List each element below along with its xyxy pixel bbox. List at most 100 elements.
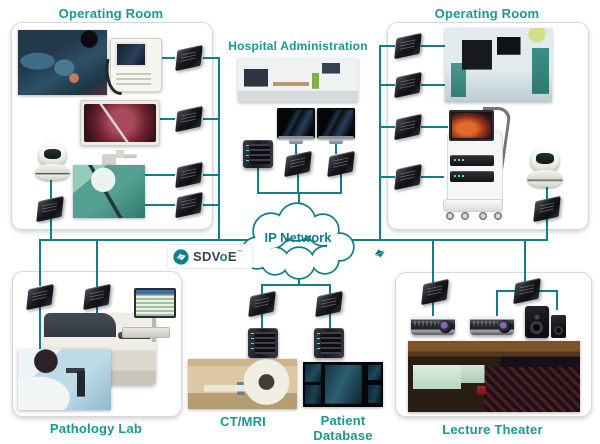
lecture-hall-photo bbox=[408, 341, 580, 412]
sdvoe-chip-icon bbox=[248, 290, 276, 318]
operating-room-photo bbox=[445, 28, 552, 102]
connector-line bbox=[329, 284, 331, 296]
bus-line-left-or bbox=[218, 57, 220, 241]
sdvoe-chip-icon bbox=[83, 283, 111, 311]
speaker-icon bbox=[551, 315, 566, 338]
connector-line bbox=[421, 45, 445, 47]
server-tower bbox=[314, 328, 344, 358]
sdvoe-chip-icon bbox=[175, 44, 203, 72]
connector-line bbox=[261, 284, 263, 296]
connector-line bbox=[556, 290, 558, 310]
speaker-icon bbox=[525, 306, 549, 338]
connector-line bbox=[50, 178, 52, 199]
connector-line bbox=[160, 57, 175, 59]
connector-line bbox=[203, 57, 220, 59]
connector-line bbox=[335, 140, 337, 154]
endoscope-image bbox=[84, 104, 156, 142]
medical-cart bbox=[443, 107, 513, 220]
endoscope-monitor bbox=[80, 100, 160, 158]
connector-line bbox=[379, 176, 395, 178]
waveform-image bbox=[452, 113, 491, 138]
sdvoe-chip-icon bbox=[394, 113, 422, 141]
sdvoe-chip-icon bbox=[533, 195, 561, 223]
pathology-lab-label: Pathology Lab bbox=[49, 421, 143, 436]
connector-line bbox=[39, 307, 41, 349]
connector-line bbox=[496, 290, 498, 317]
connector-line bbox=[96, 239, 98, 287]
sdvoe-chip-icon bbox=[421, 278, 449, 306]
connector-line bbox=[536, 290, 558, 292]
sdvoe-logo: SDVoE™ bbox=[168, 245, 252, 268]
ip-network-label: IP Network bbox=[264, 230, 332, 245]
sdvoe-chip-icon bbox=[26, 283, 54, 311]
connector-line bbox=[421, 126, 448, 128]
cart-device bbox=[450, 171, 494, 182]
connector-line bbox=[421, 84, 445, 86]
lab-monitor bbox=[134, 288, 176, 318]
cart-wheel bbox=[479, 212, 487, 220]
sdvoe-swirl-icon bbox=[173, 248, 189, 265]
patient-database-label: Patient Database bbox=[313, 413, 373, 443]
keyboard-tray bbox=[122, 327, 170, 338]
sdvoe-chip-icon bbox=[175, 191, 203, 219]
display-monitor bbox=[277, 108, 315, 144]
connector-line bbox=[546, 219, 548, 241]
hospital-administration-title: Hospital Administration bbox=[228, 39, 368, 53]
connector-line bbox=[145, 204, 175, 206]
sdvoe-chip-icon bbox=[513, 277, 541, 305]
camera-lens bbox=[536, 153, 554, 164]
cart-frame bbox=[447, 131, 503, 210]
endoscopy-processor-device bbox=[101, 38, 162, 96]
connector-line bbox=[50, 219, 52, 241]
connector-line bbox=[295, 140, 297, 154]
cart-device bbox=[450, 155, 494, 166]
sdvoe-chip-icon bbox=[394, 163, 422, 191]
ct-mri-scanner-photo bbox=[188, 359, 297, 409]
connector-line bbox=[432, 239, 434, 283]
server-tower bbox=[243, 140, 273, 168]
camera-lens bbox=[44, 148, 61, 159]
connector-line bbox=[297, 174, 299, 193]
ptz-camera-icon bbox=[527, 147, 563, 187]
sdvoe-chip-icon bbox=[394, 32, 422, 60]
projector-icon bbox=[470, 316, 514, 335]
connector-line bbox=[379, 126, 395, 128]
sdvoe-chip-icon bbox=[315, 290, 343, 318]
hospital-admin-photo bbox=[238, 58, 358, 102]
lecture-theater-label: Lecture Theater bbox=[442, 422, 543, 437]
connector-line bbox=[329, 311, 331, 329]
bus-line-right-or bbox=[379, 45, 381, 241]
connector-line bbox=[158, 118, 175, 120]
xray-image-grid bbox=[303, 362, 383, 407]
connector-line bbox=[524, 239, 526, 282]
connector-line bbox=[340, 174, 342, 193]
projector-icon bbox=[411, 316, 455, 335]
display-monitor bbox=[317, 108, 355, 144]
cart-wheel bbox=[461, 212, 469, 220]
cart-wheel bbox=[446, 212, 454, 220]
sdvoe-chip-icon bbox=[175, 161, 203, 189]
ip-network-cloud bbox=[240, 202, 355, 280]
surgery-scene-photo bbox=[18, 30, 107, 95]
connector-line bbox=[432, 302, 434, 317]
sdvoe-chip-icon bbox=[284, 150, 312, 178]
operating-room-left-title: Operating Room bbox=[58, 6, 164, 21]
connector-line bbox=[379, 84, 395, 86]
lab-results-screen bbox=[136, 290, 174, 316]
server-tower bbox=[248, 328, 278, 358]
connector-line bbox=[496, 290, 517, 292]
operating-room-right-title: Operating Room bbox=[434, 6, 540, 21]
monitor-stand bbox=[103, 154, 137, 158]
sdvoe-chip-icon bbox=[36, 195, 64, 223]
connector-line bbox=[145, 174, 175, 176]
ptz-camera-icon bbox=[35, 143, 70, 180]
connector-line bbox=[298, 192, 300, 206]
sdvoe-chip-icon bbox=[175, 105, 203, 133]
connector-line bbox=[203, 174, 220, 176]
sdvoe-chip-icon bbox=[327, 150, 355, 178]
connector-line bbox=[261, 284, 331, 286]
cart-wheel bbox=[494, 212, 502, 220]
sdvoe-chip-icon bbox=[394, 71, 422, 99]
ct-mri-label: CT/MRI bbox=[220, 414, 266, 429]
